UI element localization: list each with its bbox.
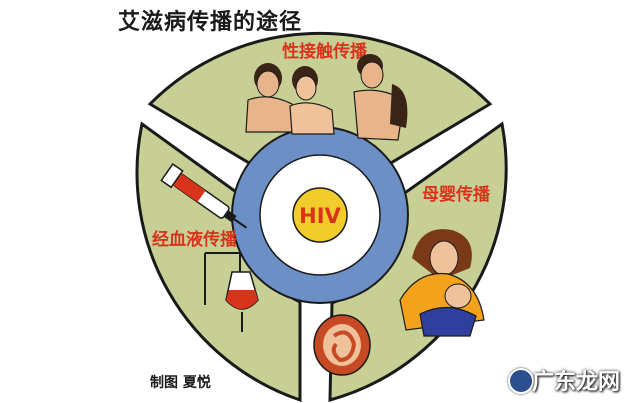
route-label-blood: 经血液传播 [152,229,238,250]
syringe-illustration [160,162,248,229]
watermark-text: 广东龙网 [532,369,621,395]
couple-illustration [245,54,408,141]
credit-text: 制图 夏悦 [150,375,211,391]
blood-bag-illustration [204,252,259,332]
route-label-mother-to-child: 母婴传播 [422,184,491,205]
hiv-label: HIV [299,204,341,228]
mother-baby-illustration [399,229,485,337]
watermark-logo-icon [508,368,534,394]
fetus-illustration [313,314,371,376]
hiv-center-circle [292,187,348,243]
route-label-sexual-contact: 性接触传播 [282,41,368,62]
diagram-title: 艾滋病传播的途径 [118,9,303,35]
